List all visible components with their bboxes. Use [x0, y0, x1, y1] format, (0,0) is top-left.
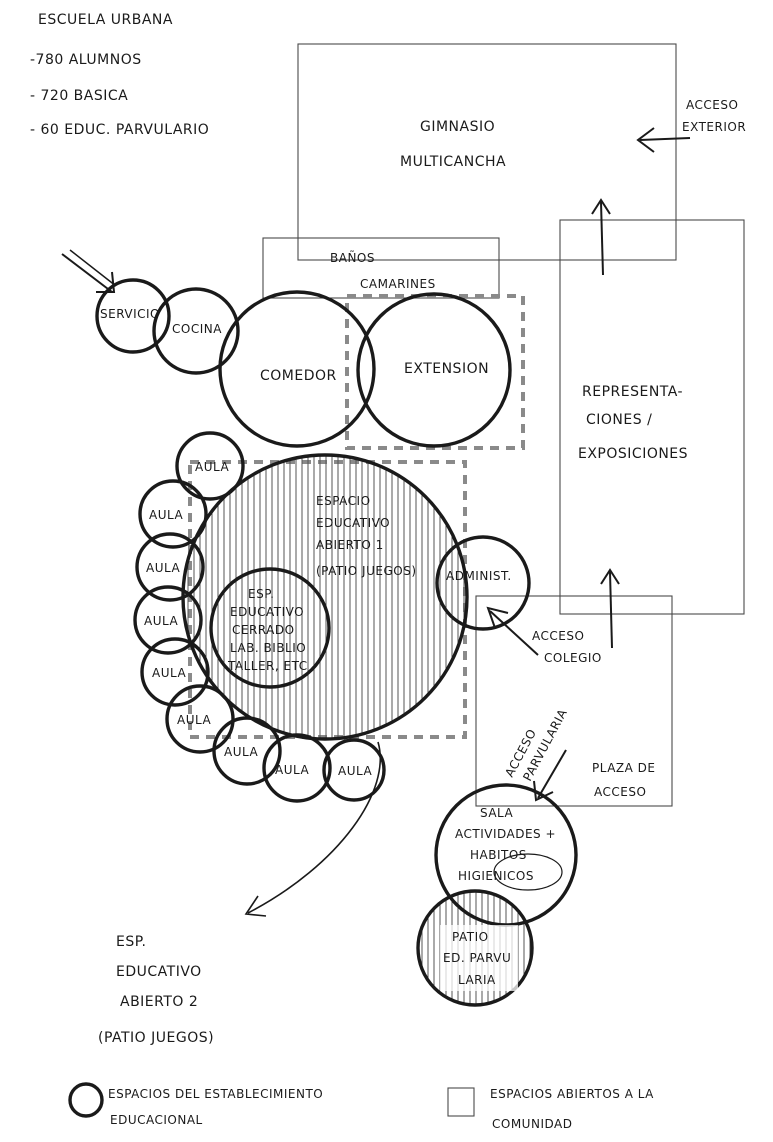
- espacio-abierto-1-line: ESPACIO: [316, 494, 371, 508]
- parvulario-line: - 60 EDUC. PARVULARIO: [30, 122, 209, 138]
- sala-line: SALA: [480, 806, 514, 820]
- esp-cerrado-circle: [209, 567, 331, 689]
- title-block: ESCUELA URBANA -780 ALUMNOS - 720 BASICA…: [30, 12, 209, 138]
- plaza-label-1: PLAZA DE: [592, 761, 655, 775]
- espacio-abierto-1-line: (PATIO JUEGOS): [316, 564, 417, 578]
- aula-circle: [175, 431, 245, 501]
- patio-parvularia-line: LARIA: [458, 973, 496, 987]
- legend: ESPACIOS DEL ESTABLECIMIENTO EDUCACIONAL…: [68, 1082, 654, 1131]
- esp-cerrado-line: LAB. BIBLIO: [230, 641, 306, 655]
- sala-line: ACTIVIDADES +: [455, 827, 556, 841]
- aula-label: AULA: [149, 508, 183, 522]
- banos-label: BAÑOS: [330, 250, 375, 265]
- patio-parvularia-line: PATIO: [452, 930, 489, 944]
- acceso-exterior-label-1: ACCESO: [686, 98, 738, 112]
- representaciones-label-1: REPRESENTA-: [582, 384, 683, 400]
- title-text: ESCUELA URBANA: [38, 12, 173, 28]
- aula-label: AULA: [224, 745, 258, 759]
- acceso-parvularia-arrow-icon: [533, 749, 567, 802]
- representaciones-zone: [559, 219, 745, 615]
- acceso-colegio-label-2: COLEGIO: [544, 651, 602, 665]
- acceso-colegio-label-1: ACCESO: [532, 629, 584, 643]
- esp-cerrado-label: ESP. EDUCATIVO CERRADO LAB. BIBLIO TALLE…: [227, 587, 308, 673]
- aula-label: AULA: [338, 764, 372, 778]
- legend-square-label-1: ESPACIOS ABIERTOS A LA: [490, 1087, 654, 1101]
- patio-parvularia-label: PATIO ED. PARVU LARIA: [440, 925, 518, 991]
- representaciones-label-2: CIONES /: [586, 412, 652, 428]
- comedor-circle: [218, 290, 376, 448]
- administ-circle: [435, 535, 531, 631]
- aula-label: AULA: [195, 460, 229, 474]
- aula-circle: [135, 532, 205, 602]
- cocina-label: COCINA: [172, 322, 222, 336]
- acceso-colegio-arrow-icon: [486, 606, 539, 656]
- aula-label: AULA: [146, 561, 180, 575]
- community-zones: [262, 43, 745, 807]
- gimnasio-label-1: GIMNASIO: [420, 119, 495, 135]
- plaza-zone: [475, 595, 673, 807]
- cocina-circle: [152, 287, 240, 375]
- aula-label: AULA: [152, 666, 186, 680]
- basica-line: - 720 BASICA: [30, 88, 128, 104]
- gimnasio-zone: [297, 43, 677, 261]
- legend-square-icon: [447, 1087, 475, 1117]
- esp-cerrado-line: ESP.: [248, 587, 274, 601]
- up-arrow-icon: [600, 568, 620, 649]
- up-arrow-icon: [591, 198, 611, 276]
- espacio-abierto-2-label: ESP. EDUCATIVO ABIERTO 2 (PATIO JUEGOS): [98, 934, 214, 1046]
- sala-inner-ellipse: [493, 853, 563, 891]
- sala-line: HIGIENICOS: [458, 869, 534, 883]
- plaza-label-2: ACCESO: [594, 785, 646, 799]
- camarines-label: CAMARINES: [360, 277, 436, 291]
- servicio-entry-arrow-icon: [61, 249, 117, 293]
- legend-circle-label-2: EDUCACIONAL: [110, 1113, 203, 1127]
- espacio-abierto-1-label: ESPACIO EDUCATIVO ABIERTO 1 (PATIO JUEGO…: [316, 494, 417, 578]
- curved-arrow-icon: [244, 741, 382, 917]
- administ-label: ADMINIST.: [446, 569, 512, 583]
- aula-circle: [262, 733, 332, 803]
- espacio-abierto-2-line: ESP.: [116, 934, 146, 950]
- espacio-abierto-2-line: EDUCATIVO: [116, 964, 202, 980]
- aula-circle: [138, 479, 208, 549]
- sala-label: SALA ACTIVIDADES + HABITOS HIGIENICOS: [455, 806, 556, 883]
- servicio-circle: [95, 278, 171, 354]
- espacio-abierto-2-line: ABIERTO 2: [120, 994, 198, 1010]
- extension-label: EXTENSION: [404, 361, 489, 377]
- aula-ring: [133, 431, 386, 803]
- extension-circle: [356, 292, 512, 448]
- legend-circle-label-1: ESPACIOS DEL ESTABLECIMIENTO: [108, 1087, 323, 1101]
- sala-line: HABITOS: [470, 848, 527, 862]
- aula-circle: [133, 585, 203, 655]
- representaciones-label-3: EXPOSICIONES: [578, 446, 688, 462]
- aula-circle: [212, 716, 282, 786]
- espacio-abierto-1-line: ABIERTO 1: [316, 538, 384, 552]
- esp-cerrado-line: EDUCATIVO: [230, 605, 304, 619]
- espacio-abierto-2-line: (PATIO JUEGOS): [98, 1030, 214, 1046]
- aula-label: AULA: [177, 713, 211, 727]
- alumnos-line: -780 ALUMNOS: [30, 52, 142, 68]
- aula-circle: [322, 738, 386, 802]
- servicio-label: SERVICIO: [100, 307, 160, 321]
- esp-cerrado-line: TALLER, ETC: [227, 659, 308, 673]
- aula-label: AULA: [275, 763, 309, 777]
- aula-label: AULA: [144, 614, 178, 628]
- acceso-exterior-label-2: EXTERIOR: [682, 120, 746, 134]
- comedor-label: COMEDOR: [260, 368, 337, 384]
- patio-parvularia-line: ED. PARVU: [443, 951, 511, 965]
- espacio-abierto-1-line: EDUCATIVO: [316, 516, 390, 530]
- aula-circle: [140, 637, 210, 707]
- acceso-exterior-arrow-icon: [636, 127, 691, 153]
- esp-cerrado-line: CERRADO: [232, 623, 295, 637]
- aula-circle: [165, 684, 235, 754]
- gimnasio-label-2: MULTICANCHA: [400, 154, 506, 170]
- legend-circle-icon: [68, 1082, 104, 1118]
- legend-square-label-2: COMUNIDAD: [492, 1117, 572, 1131]
- extension-dashed-boundary: [345, 294, 525, 450]
